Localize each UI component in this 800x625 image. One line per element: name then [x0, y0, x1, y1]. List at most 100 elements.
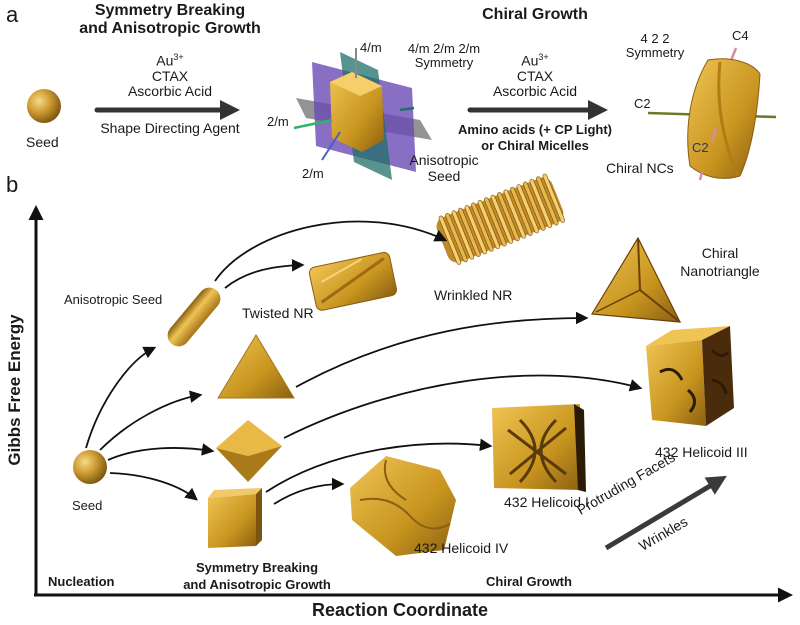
cube-nanoparticle	[208, 488, 262, 548]
panel-a-label: a	[6, 2, 19, 27]
au-base-2: Au	[521, 52, 539, 69]
gold-prism	[330, 72, 384, 152]
chiral-nc-body	[687, 58, 761, 179]
arrow-rod-to-twisted	[224, 259, 305, 289]
seed-sphere-a	[27, 89, 61, 123]
step1-title-line2: and Anisotropic Growth	[79, 20, 261, 37]
step2-reagent-au: Au3+	[470, 50, 600, 69]
helicoid-i	[492, 404, 586, 492]
symmetry-group-a-line1: 4/m 2/m 2/m	[407, 41, 481, 56]
wrinkle-ridge	[542, 173, 566, 223]
wrinkled-nr	[436, 173, 566, 265]
octahedron-top	[216, 420, 282, 456]
stage-chiral-growth: Chiral Growth	[486, 574, 572, 589]
chiral-nanotriangle-label: Chiral Nanotriangle	[670, 244, 770, 280]
triangle-nanoparticle	[217, 334, 295, 399]
arrow-seed-to-cube	[109, 472, 198, 501]
arrow-cube-to-helicoid-i	[265, 438, 493, 493]
axis-2m-right	[399, 106, 415, 112]
anisotropic-seed-label-a: Anisotropic Seed	[404, 152, 484, 184]
stage-symmetry-line2: and Anisotropic Growth	[183, 577, 331, 592]
octahedron-bottom	[216, 446, 282, 482]
helicoid-iii-front	[646, 340, 706, 426]
seed-label-b: Seed	[72, 498, 103, 513]
step2-reagent-ascorbic: Ascorbic Acid	[492, 82, 578, 99]
step2-title: Chiral Growth	[482, 6, 588, 23]
cube-top	[208, 488, 262, 498]
axis-label-c4: C4	[732, 28, 749, 43]
helicoid-iii-label: 432 Helicoid III	[655, 444, 748, 460]
helicoid-iv	[350, 456, 456, 556]
wrinkle-ridge	[445, 213, 468, 263]
trend-arrow	[604, 475, 727, 551]
step1-reagent-au: Au3+	[100, 50, 240, 69]
step2-reagents: Au3+ CTAX Ascorbic Acid	[470, 50, 600, 99]
helicoid-iv-twist	[359, 459, 451, 530]
wrinkle-ridge	[516, 184, 540, 234]
axis-label-2m-bottom: 2/m	[302, 166, 324, 181]
arrow-cube-to-helicoid-iv	[273, 477, 345, 505]
chiral-nc-model	[647, 47, 777, 181]
stage-symmetry-breaking: Symmetry Breaking and Anisotropic Growth	[162, 559, 352, 593]
panel-b-label: b	[6, 172, 19, 197]
axis-c2-lower	[710, 127, 718, 143]
helicoid-iii-top	[646, 326, 730, 346]
y-axis-label: Gibbs Free Energy	[5, 314, 24, 466]
helicoid-iii	[646, 326, 734, 426]
stage-nucleation: Nucleation	[48, 574, 115, 589]
chiral-ncs-label: Chiral NCs	[606, 160, 674, 176]
wrinkle-ridge	[484, 197, 507, 247]
step1-reagents: Au3+ CTAX Ascorbic Acid	[100, 50, 240, 99]
helicoid-i-label: 432 Helicoid I	[504, 494, 589, 510]
x-axis-label: Reaction Coordinate	[311, 600, 489, 620]
chiral-nanotriangle-line1: Chiral	[701, 245, 739, 261]
step2-condition-line2: or Chiral Micelles	[481, 138, 589, 153]
wrinkled-nr-label: Wrinkled NR	[434, 287, 513, 303]
chiral-nc-twist	[717, 61, 740, 177]
axis-c4-bottom	[698, 171, 704, 181]
symmetry-group-b: 4 2 2 Symmetry	[620, 32, 690, 60]
step2-condition-line1: Amino acids (+ CP Light)	[458, 122, 612, 137]
anisotropic-seed-label-line1: Anisotropic	[409, 152, 479, 168]
nanotriangle-body	[590, 236, 682, 323]
twisted-nr-groove	[320, 257, 385, 304]
helicoid-iii-side	[702, 326, 734, 426]
helicoid-i-side	[574, 404, 586, 492]
nanotriangle-crease2	[595, 289, 641, 313]
octahedron-nanoparticle	[216, 420, 282, 482]
wrinkle-ridge	[497, 192, 520, 242]
stage-symmetry-line1: Symmetry Breaking	[195, 560, 319, 575]
axis-label-c2-left: C2	[634, 96, 651, 111]
symmetry-group-a-line2: Symmetry	[414, 55, 474, 70]
wrinkle-ridge	[451, 210, 475, 260]
wrinkle-ridge	[490, 194, 514, 244]
seed-sphere-b	[73, 450, 107, 484]
au-base: Au	[156, 52, 174, 69]
step2-conditions: Amino acids (+ CP Light) or Chiral Micel…	[440, 122, 630, 154]
twisted-nr-label: Twisted NR	[242, 305, 314, 321]
symmetry-group-b-line1: 4 2 2	[640, 31, 670, 46]
twisted-nr	[308, 251, 397, 311]
wrinkle-ridge	[510, 186, 533, 236]
axis-label-c2-bottom: C2	[692, 140, 709, 155]
step1-title-line1: Symmetry Breaking	[94, 2, 246, 19]
axis-2m-left	[293, 118, 333, 130]
wrinkle-ridge	[523, 181, 546, 231]
helicoid-iii-gap	[659, 348, 730, 413]
symmetry-group-a: 4/m 2/m 2/m Symmetry	[394, 42, 494, 70]
step1-below-arrow: Shape Directing Agent	[100, 120, 240, 136]
axis-2m-bottom	[321, 131, 341, 161]
axis-label-2m-left: 2/m	[267, 114, 289, 129]
cube-side	[256, 488, 262, 546]
helicoid-iv-label: 432 Helicoid IV	[414, 540, 509, 556]
anisotropic-seed-model	[293, 48, 432, 180]
step1-reagent-ctax: CTAX	[151, 67, 189, 84]
step1-reagent-ascorbic: Ascorbic Acid	[127, 82, 213, 99]
helicoid-i-knot	[507, 418, 567, 484]
arrow-octahedron-to-helicoid-iii	[283, 374, 643, 439]
step2-reagent-ctax: CTAX	[516, 67, 554, 84]
arrow-triangle-to-nanotriangle	[295, 311, 589, 388]
wrinkle-ridge	[503, 189, 527, 239]
wrinkle-ridge	[477, 199, 501, 250]
